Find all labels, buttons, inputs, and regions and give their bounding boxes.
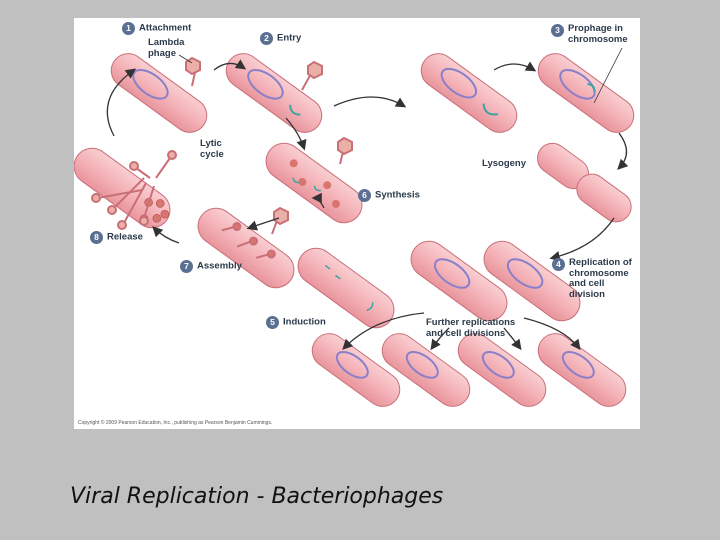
diagram-artwork [74, 47, 635, 407]
lambda-phage-assembly [271, 206, 289, 235]
slide-caption: Viral Replication - Bacteriophages [70, 484, 444, 509]
cell-assembly [197, 207, 295, 289]
cell-lysogeny-1 [420, 53, 518, 133]
arrow-division-to-replication [549, 217, 615, 262]
cell-dividing [536, 142, 632, 223]
cell-replication-2 [483, 240, 581, 322]
cell-prophage [537, 53, 635, 133]
cycle-arrows [106, 59, 629, 351]
label-lambda-phage: Lambda phage [148, 37, 185, 59]
arrow-prophage-to-division [617, 132, 629, 170]
arrow-assembly-to-release [152, 226, 180, 244]
lambda-phage-synthesis [337, 136, 353, 165]
cell-synthesis [265, 142, 363, 224]
cell-further-2 [381, 333, 471, 407]
lambda-phage-entry [301, 60, 323, 91]
phage-burst [91, 150, 177, 230]
cell-further-1 [311, 333, 401, 407]
arrow-entry-to-lysogeny [333, 96, 407, 108]
arrow-release-to-attachment [106, 68, 137, 137]
label-further-replications: Further replications and cell divisions [426, 317, 516, 339]
arrow-entry-to-synthesis [285, 117, 307, 151]
cell-entry [225, 53, 323, 133]
arrow-further-1 [342, 312, 425, 350]
arrow-further-4 [523, 317, 581, 351]
label-lytic-cycle: Lytic cycle [200, 138, 224, 160]
arrow-attachment-to-entry [213, 59, 247, 71]
arrow-induction-to-synthesis [311, 192, 325, 209]
cell-further-3 [457, 333, 547, 407]
cell-replication-1 [410, 240, 508, 322]
arrow-prophage [493, 61, 537, 72]
lambda-pointer [178, 54, 193, 64]
arrow-further-2 [430, 327, 450, 351]
cell-further-4 [537, 333, 627, 407]
arrow-further-3 [503, 327, 522, 351]
label-lysogeny: Lysogeny [482, 158, 526, 169]
arrow-synthesis-to-assembly [246, 217, 280, 231]
copyright-notice: Copyright © 2009 Pearson Education, Inc.… [78, 420, 273, 426]
lambda-phage-attaching [185, 56, 201, 87]
prophage-pointer [593, 47, 623, 104]
